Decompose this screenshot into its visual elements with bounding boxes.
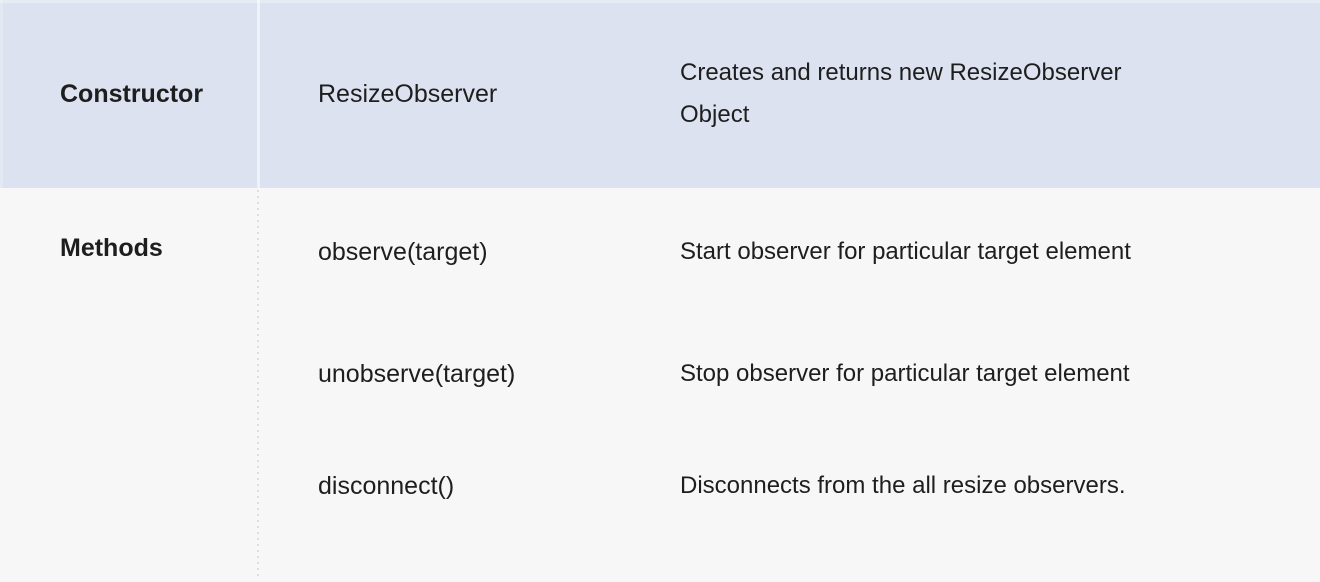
column-divider-light: [257, 0, 260, 188]
methods-row: Methods observe(target) Start observer f…: [0, 188, 1320, 582]
method-row-disconnect: disconnect() Disconnects from the all re…: [260, 432, 1320, 540]
method-name: unobserve(target): [318, 359, 516, 388]
row-label-constructor: Constructor: [60, 79, 204, 108]
method-description: Disconnects from the all resize observer…: [680, 472, 1126, 499]
method-description: Stop observer for particular target elem…: [680, 360, 1130, 387]
column-divider-dotted: [257, 190, 259, 578]
row-label-methods: Methods: [60, 234, 163, 262]
method-name: observe(target): [318, 237, 488, 266]
constructor-row: Constructor ResizeObserver Creates and r…: [0, 0, 1320, 188]
method-description: Start observer for particular target ele…: [680, 238, 1131, 265]
constructor-name: ResizeObserver: [318, 79, 498, 108]
method-row-unobserve: unobserve(target) Stop observer for part…: [260, 316, 1320, 432]
constructor-description: Creates and returns new ResizeObserver O…: [680, 59, 1122, 128]
method-name: disconnect(): [318, 471, 455, 500]
method-row-observe: observe(target) Start observer for parti…: [260, 188, 1320, 316]
methods-entries: observe(target) Start observer for parti…: [260, 188, 1320, 582]
